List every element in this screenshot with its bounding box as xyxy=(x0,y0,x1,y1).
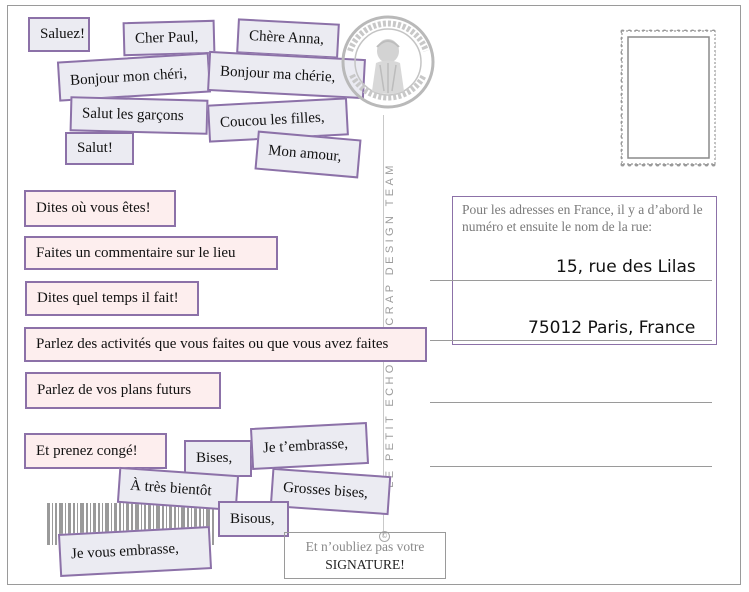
signature-label: SIGNATURE! xyxy=(325,557,405,572)
greeting-tag-salut[interactable]: Salut! xyxy=(65,132,134,165)
signature-reminder: Et n’oubliez pas votre SIGNATURE! xyxy=(284,532,446,579)
closing-tag-bisous[interactable]: Bisous, xyxy=(218,501,289,537)
greeting-tag-salut-les-garcons[interactable]: Salut les garçons xyxy=(69,96,209,135)
instruction-tag-temps[interactable]: Dites quel temps il fait! xyxy=(25,281,199,316)
address-city: 75012 Paris, France xyxy=(528,318,696,338)
address-street: 15, rue des Lilas xyxy=(556,257,696,277)
address-line-2 xyxy=(430,340,712,341)
address-note: Pour les adresses en France, il y a d’ab… xyxy=(462,202,703,234)
address-line-4 xyxy=(430,466,712,467)
instruction-tag-activites[interactable]: Parlez des activités que vous faites ou … xyxy=(24,327,427,362)
instruction-tag-dites-ou[interactable]: Dites où vous êtes! xyxy=(24,190,176,227)
stamp-placeholder-icon xyxy=(619,28,718,167)
address-line-3 xyxy=(430,402,712,403)
greeting-tag-saluez[interactable]: Saluez! xyxy=(28,17,90,52)
barcode-icon xyxy=(47,503,214,545)
signature-reminder-line: Et n’oubliez pas votre xyxy=(305,539,425,554)
address-note-box xyxy=(452,196,717,345)
vertical-credit-text: LE PETIT ECHO DU CRAP DESIGN TEAM xyxy=(384,162,396,488)
postcard-divider xyxy=(383,115,384,535)
instruction-tag-commentaire[interactable]: Faites un commentaire sur le lieu xyxy=(24,236,278,270)
instruction-tag-plans[interactable]: Parlez de vos plans futurs xyxy=(25,372,221,409)
wax-seal-icon xyxy=(341,15,435,109)
instruction-tag-conge[interactable]: Et prenez congé! xyxy=(24,433,167,469)
closing-tag-je-t-embrasse[interactable]: Je t’embrasse, xyxy=(249,421,370,471)
copyright-icon: © xyxy=(379,531,390,542)
greeting-tag-cher-paul[interactable]: Cher Paul, xyxy=(122,19,216,57)
closing-tag-je-vous-embrasse[interactable]: Je vous embrasse, xyxy=(57,526,213,577)
address-line-1 xyxy=(430,280,712,281)
